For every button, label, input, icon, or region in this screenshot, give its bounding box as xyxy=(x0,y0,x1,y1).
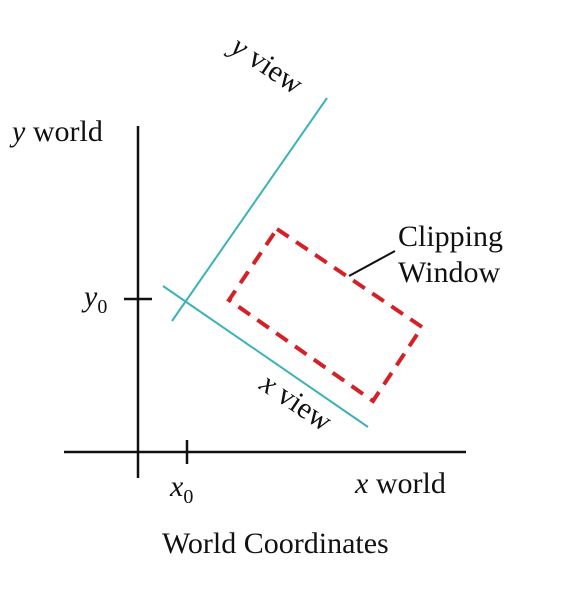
clipping-window-rect xyxy=(226,226,425,404)
x-world-label: x world xyxy=(354,467,446,500)
clipping-window-label-line1: Clipping xyxy=(398,220,503,253)
x-view-axis xyxy=(162,285,369,428)
clipping-window-label-line2: Window xyxy=(398,256,500,289)
clipping-window-leader xyxy=(348,250,396,277)
y-view-label: y view xyxy=(223,28,310,101)
y-world-label: y world xyxy=(9,115,103,148)
y0-label: y0 xyxy=(81,280,107,318)
x0-label: x0 xyxy=(169,470,193,508)
y-view-axis xyxy=(171,97,328,322)
figure-caption: World Coordinates xyxy=(162,527,389,560)
